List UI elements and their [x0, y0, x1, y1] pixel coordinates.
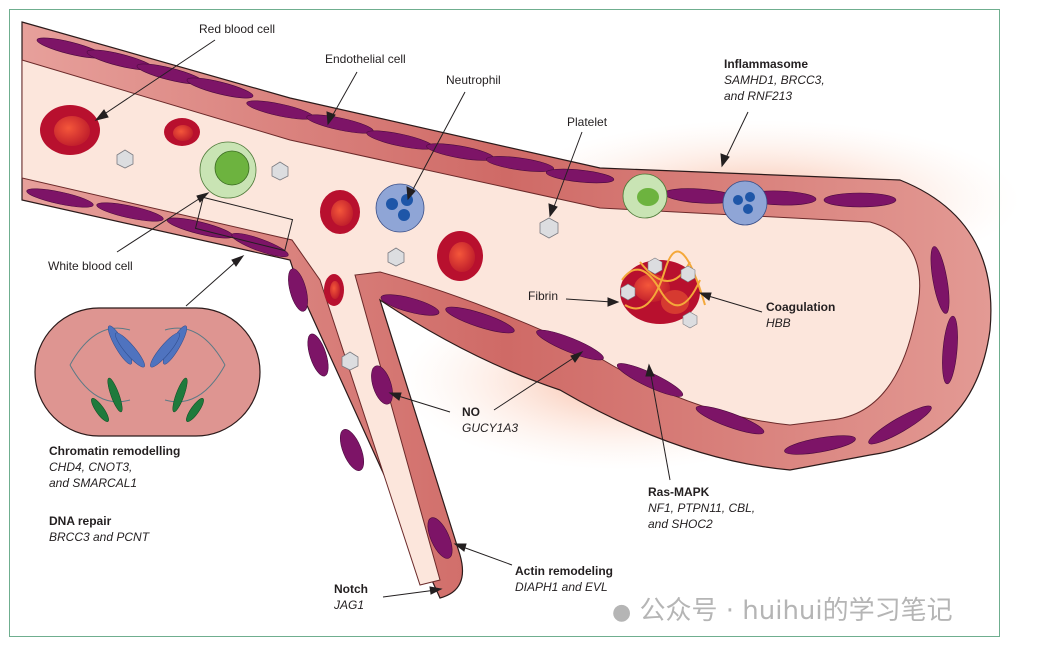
pathway-title: Chromatin remodelling — [49, 444, 181, 458]
label-fibrin: Fibrin — [528, 289, 559, 303]
annotation-arrows — [94, 39, 763, 598]
pathway-dna-repair: DNA repair BRCC3 and PCNT — [49, 513, 149, 545]
figure-frame — [9, 9, 1000, 637]
blood-clot — [620, 250, 706, 329]
pathway-genes: and RNF213 — [724, 89, 793, 103]
pathway-title: NO — [462, 405, 480, 419]
pathway-genes: and SMARCAL1 — [49, 476, 138, 490]
pathway-title: Inflammasome — [724, 57, 809, 71]
pathway-genes: CHD4, CNOT3, — [49, 460, 133, 474]
label-white-blood-cell: White blood cell — [48, 259, 133, 273]
pathway-no: NO GUCY1A3 — [462, 404, 518, 436]
pathway-genes: and SHOC2 — [648, 517, 713, 531]
label-red-blood-cell: Red blood cell — [199, 22, 276, 36]
white-blood-cell-adherent — [622, 173, 668, 219]
pathway-chromatin-remodelling: Chromatin remodelling CHD4, CNOT3, and S… — [49, 443, 180, 491]
mitotic-cell-inset — [34, 307, 261, 437]
pathway-genes: BRCC3 and PCNT — [49, 530, 150, 544]
watermark: ● 公众号 · huihui的学习笔记 — [612, 590, 953, 627]
pathway-title: Notch — [334, 582, 368, 596]
label-neutrophil: Neutrophil — [446, 73, 501, 87]
pathway-genes: DIAPH1 and EVL — [515, 580, 608, 594]
pathway-ras-mapk: Ras-MAPK NF1, PTPN11, CBL, and SHOC2 — [648, 484, 755, 532]
pathway-title: Ras-MAPK — [648, 485, 710, 499]
pathway-genes: SAMHD1, BRCC3, — [724, 73, 825, 87]
pathway-actin-remodeling: Actin remodeling DIAPH1 and EVL — [515, 563, 613, 595]
label-platelet: Platelet — [567, 115, 608, 129]
pathway-genes: GUCY1A3 — [462, 421, 519, 435]
platelets — [116, 149, 559, 371]
pathway-genes: HBB — [766, 316, 791, 330]
pathway-title: DNA repair — [49, 514, 112, 528]
wechat-icon: ● — [612, 600, 632, 625]
white-blood-cell — [199, 141, 257, 199]
smooth-muscle-cells — [26, 37, 958, 559]
pathway-notch: Notch JAG1 — [334, 581, 368, 613]
label-endothelial-cell: Endothelial cell — [325, 52, 406, 66]
watermark-text: 公众号 · huihui的学习笔记 — [639, 596, 953, 626]
neutrophil — [375, 183, 425, 233]
pathway-genes: NF1, PTPN11, CBL, — [648, 501, 756, 515]
neutrophil-adherent — [722, 180, 768, 226]
zoom-box — [194, 196, 294, 252]
pathway-title: Coagulation — [766, 300, 836, 314]
pathway-inflammasome: Inflammasome SAMHD1, BRCC3, and RNF213 — [724, 56, 825, 104]
pathway-genes: JAG1 — [334, 598, 365, 612]
pathway-title: Actin remodeling — [515, 564, 614, 578]
red-blood-cells — [40, 105, 483, 306]
pathway-coagulation: Coagulation HBB — [766, 299, 835, 331]
